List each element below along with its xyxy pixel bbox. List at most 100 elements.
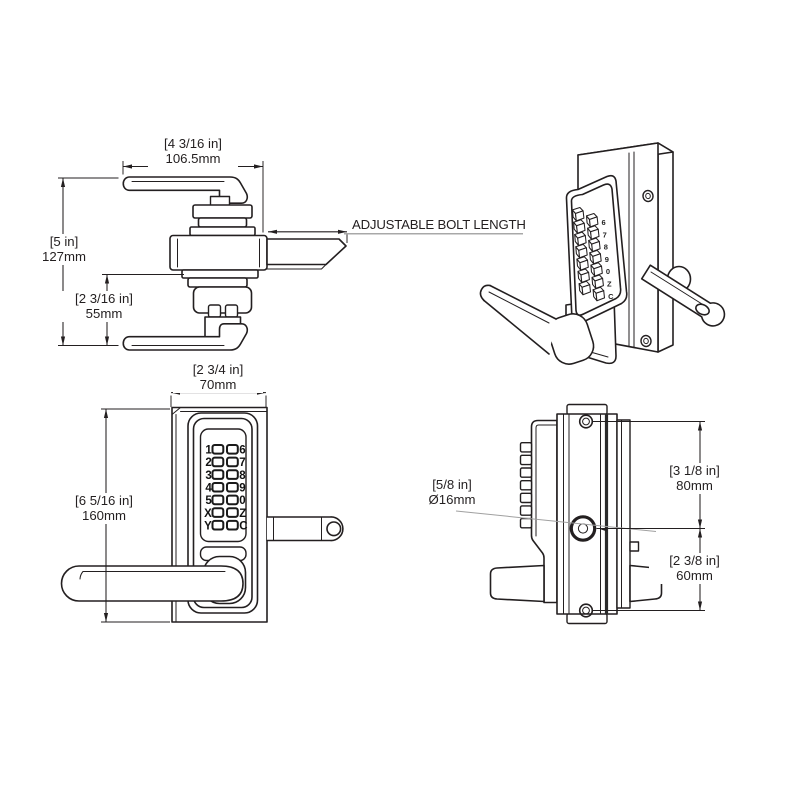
keypad-button (211, 507, 225, 518)
dim-mm: 127mm (42, 248, 86, 264)
dim-inches: [5/8 in] (432, 477, 472, 492)
keypad-button (226, 481, 239, 493)
keypad-button-3d (591, 240, 601, 253)
spindle-tab (209, 195, 231, 207)
keypad-digit-left: 1 (205, 445, 212, 457)
keypad-digit-3d: 0 (606, 267, 610, 276)
keypad-digit-3d: 6 (602, 218, 606, 227)
front-view-drawing: 1 6 2 7 3 8 4 9 5 0X Z Y C (60, 390, 344, 623)
front-keypad: 1 6 2 7 3 8 4 9 5 0X Z Y C (204, 444, 248, 532)
keypad-digit-right: 6 (239, 445, 245, 457)
dim-inches: [2 3/16 in] (75, 291, 133, 306)
keypad-button (211, 481, 225, 493)
keypad-digit-3d: 9 (605, 255, 609, 264)
side-keypad-unit (530, 419, 558, 604)
dim-inches: [3 1/8 in] (669, 463, 720, 478)
keypad-button-profile (519, 505, 533, 516)
keypad-button (211, 456, 225, 468)
keypad-button-3d (593, 265, 603, 277)
keypad-button-3d (578, 247, 588, 259)
lock-body (169, 234, 268, 271)
keypad-button (211, 469, 225, 480)
keypad-digit-left: 4 (205, 482, 212, 494)
keypad-button-3d (588, 216, 599, 228)
dim-inches: [6 5/16 in] (75, 493, 133, 508)
side-keypad-buttons (519, 442, 533, 529)
backplate-side-face (657, 142, 674, 353)
keypad-digit-right: 9 (239, 482, 245, 494)
dim-mm: 70mm (199, 376, 237, 392)
keypad-button-profile (519, 442, 533, 453)
perspective-view-drawing: 6 7 8 9 0ZC (479, 142, 726, 365)
screw-bottom (640, 334, 652, 348)
keypad-digit-3d: Z (607, 280, 612, 289)
keypad-digit-left: 3 (205, 470, 211, 482)
keypad-button-profile (519, 492, 533, 504)
front-bolt (266, 516, 344, 542)
front-width-dimension-label: [2 3/4 in] 70mm (173, 362, 263, 394)
keypad-button-3d (594, 277, 604, 289)
keypad-button-3d (579, 259, 589, 271)
keypad-button-3d (581, 284, 592, 296)
front-housing-inner (192, 417, 253, 609)
bolt-eye-hole-front (326, 521, 342, 537)
side-view-drawing (455, 403, 705, 625)
dim-mm: 55mm (85, 305, 123, 321)
keypad-digit-left: 5 (205, 495, 212, 507)
keypad-button (211, 494, 225, 506)
side-left-handle (489, 564, 545, 603)
dim-mm: Ø16mm (428, 491, 476, 507)
keypad-panel-inner (570, 183, 622, 316)
keypad-digit-right: Z (239, 508, 246, 520)
hole-diameter-label: [5/8 in] Ø16mm (407, 477, 497, 509)
keypad-button (226, 519, 239, 531)
keypad-button-3d (595, 290, 606, 302)
keypad-digit-3d: 7 (603, 230, 607, 239)
top-height-dimension-label: [5 in] 127mm (19, 234, 109, 266)
upper-spacing-dimension-label: [3 1/8 in] 80mm (649, 463, 740, 495)
callout-text: ADJUSTABLE BOLT LENGTH (352, 217, 526, 232)
side-notch (629, 541, 640, 552)
keypad-button-3d (592, 253, 602, 265)
keypad-button-3d (590, 228, 600, 240)
keypad-button-3d (574, 210, 585, 222)
top-lever-outline (122, 176, 249, 204)
dim-inches: [2 3/4 in] (192, 362, 244, 377)
keypad-button (226, 507, 239, 518)
bottom-lever-outline (122, 323, 249, 351)
dim-inches: [4 3/16 in] (164, 136, 222, 151)
keypad-digit-3d: C (608, 292, 614, 301)
keypad-button-profile (519, 479, 533, 491)
dim-inches: [5 in] (49, 234, 79, 249)
keypad-buttons-3d: 6 7 8 9 0ZC (571, 206, 614, 302)
keypad-button-profile (519, 467, 533, 478)
keypad-digit-right: C (239, 520, 247, 532)
keypad-digit-left: X (204, 508, 212, 520)
bolt-eye-hole (695, 303, 710, 316)
keypad-digit-left: Y (204, 520, 212, 532)
dim-mm: 60mm (676, 567, 713, 583)
bolt-arm-3d (640, 264, 726, 327)
side-top-cap (566, 403, 608, 416)
side-bottom-cap (566, 612, 608, 625)
spindle-hole (569, 515, 597, 542)
keypad-digit-right: 8 (239, 470, 246, 482)
keypad-button-profile (519, 454, 533, 466)
keypad-digit-3d: 8 (604, 243, 608, 252)
keypad-button-3d (577, 234, 587, 247)
keypad-button (226, 469, 239, 480)
dim-mm: 80mm (676, 477, 713, 493)
keypad-button (226, 444, 239, 455)
front-height-dimension-label: [6 5/16 in] 160mm (59, 493, 149, 525)
keypad-button (211, 444, 225, 455)
lever-hub-3d (547, 313, 595, 365)
keypad-button (211, 519, 225, 531)
keypad-digit-right: 0 (239, 495, 245, 507)
keypad-digit-right: 7 (239, 457, 245, 469)
top-view-drawing (58, 161, 523, 351)
lower-spacing-dimension-label: [2 3/8 in] 60mm (649, 553, 740, 585)
top-width-dimension-label: [4 3/16 in] 106.5mm (148, 136, 238, 168)
keypad-digit-left: 2 (205, 457, 211, 469)
